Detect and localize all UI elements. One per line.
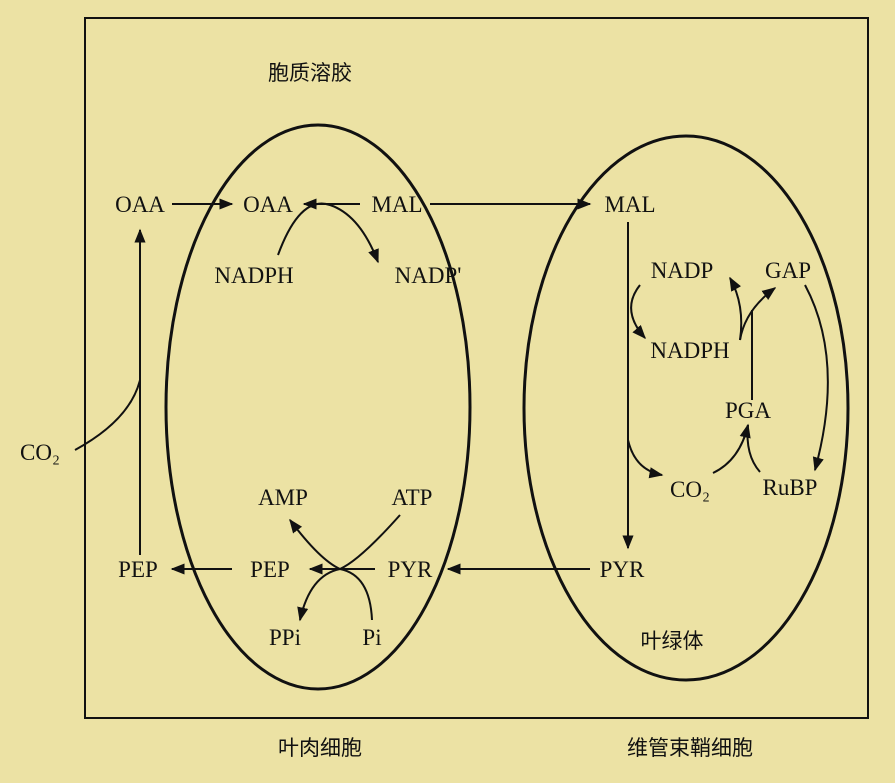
oaa-outer-label: OAA xyxy=(115,192,165,217)
nadp-bundle-label: NADP xyxy=(651,258,714,283)
mesophyll-arrows xyxy=(74,198,592,622)
mesophyll-cell-outline xyxy=(164,123,472,691)
pyr-mesophyll-label: PYR xyxy=(388,557,433,582)
bundle-sheath-arrows xyxy=(622,222,829,550)
bundle-sheath-chloroplast-outline xyxy=(522,134,850,682)
pi-label: Pi xyxy=(362,625,381,650)
amp-label: AMP xyxy=(258,485,308,510)
ppi-label: PPi xyxy=(269,625,301,650)
rubp-label: RuBP xyxy=(763,475,818,500)
nadph-mesophyll-label: NADPH xyxy=(214,263,293,288)
nadph-bundle-label: NADPH xyxy=(650,338,729,363)
oaa-inner-label: OAA xyxy=(243,192,293,217)
pyr-bundle-label: PYR xyxy=(600,557,645,582)
nadp-mesophyll-label: NADP' xyxy=(395,263,462,288)
frame-border xyxy=(84,17,869,719)
mal-bundle-label: MAL xyxy=(604,192,655,217)
pga-label: PGA xyxy=(725,398,771,423)
co2-input-label: CO₂ xyxy=(20,440,60,465)
bundle-sheath-cell-label: 维管束鞘细胞 xyxy=(627,736,753,760)
atp-label: ATP xyxy=(392,485,433,510)
mal-mesophyll-label: MAL xyxy=(371,192,422,217)
pep-inner-label: PEP xyxy=(250,557,290,582)
gap-label: GAP xyxy=(765,258,811,283)
mesophyll-cell-label: 叶肉细胞 xyxy=(278,736,362,760)
pep-outer-label: PEP xyxy=(118,557,158,582)
chloroplast-label: 叶绿体 xyxy=(641,629,704,653)
cytosol-title: 胞质溶胶 xyxy=(268,61,352,85)
co2-bundle-label: CO₂ xyxy=(670,477,710,502)
